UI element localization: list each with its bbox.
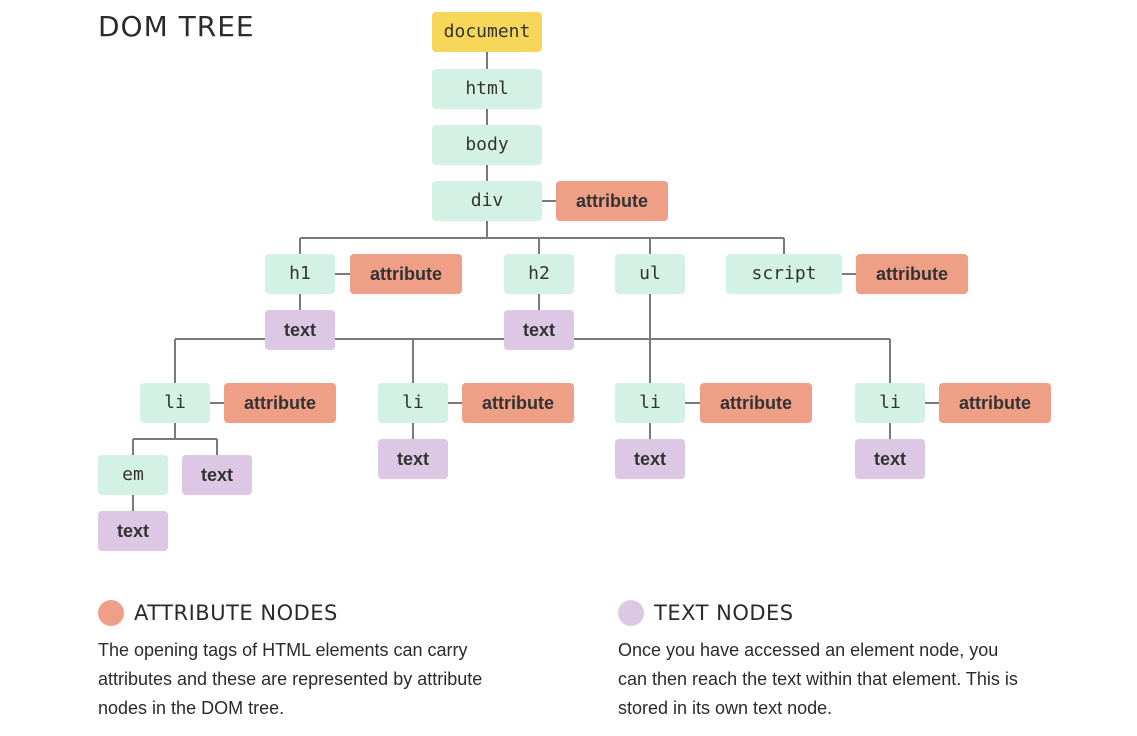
em-node: em [98,455,168,495]
h1-node: h1 [265,254,335,294]
text-legend-line: can then reach the text within that elem… [618,669,1018,689]
text-legend-line: stored in its own text node. [618,698,833,718]
tree-connectors [132,52,939,511]
div-node: div [432,181,542,221]
body-node: body [432,125,542,165]
ul-node: ul [615,254,685,294]
text-legend-title: TEXT NODES [654,601,794,625]
li3-node: li [615,383,685,423]
attribute-legend-line: attributes and these are represented by … [98,669,483,689]
h2-node: h2 [504,254,574,294]
h1-text-node: text [265,310,335,350]
li3-text-node: text [615,439,685,479]
attribute-swatch-icon [98,600,124,626]
li2-attr-node: attribute [462,383,574,423]
text-legend: TEXT NODES Once you have accessed an ele… [618,596,1078,723]
attribute-legend-description: The opening tags of HTML elements can ca… [98,636,558,723]
script-attr-node: attribute [856,254,968,294]
dom-tree-diagram: document html body div attribute h1 attribute t… [98,12,1051,551]
script-node: script [726,254,842,294]
text-legend-line: Once you have accessed an element node, … [618,640,999,660]
page-title: DOM TREE [98,10,255,43]
li3-attr-node: attribute [700,383,812,423]
li1-attr-node: attribute [224,383,336,423]
text-legend-head: TEXT NODES [618,596,1078,630]
li1-text-node: text [182,455,252,495]
attribute-legend-head: ATTRIBUTE NODES [98,596,558,630]
h2-text-node: text [504,310,574,350]
div-attr-node: attribute [556,181,668,221]
attribute-legend: ATTRIBUTE NODES The opening tags of HTML… [98,596,558,723]
text-legend-description: Once you have accessed an element node, … [618,636,1078,723]
li4-node: li [855,383,925,423]
h1-attr-node: attribute [350,254,462,294]
li4-attr-node: attribute [939,383,1051,423]
em-text-node: text [98,511,168,551]
html-node: html [432,69,542,109]
li2-text-node: text [378,439,448,479]
attribute-legend-line: nodes in the DOM tree. [98,698,285,718]
attribute-legend-line: The opening tags of HTML elements can ca… [98,640,468,660]
li2-node: li [378,383,448,423]
document-node: document [432,12,542,52]
li1-node: li [140,383,210,423]
li4-text-node: text [855,439,925,479]
text-swatch-icon [618,600,644,626]
attribute-legend-title: ATTRIBUTE NODES [134,601,338,625]
